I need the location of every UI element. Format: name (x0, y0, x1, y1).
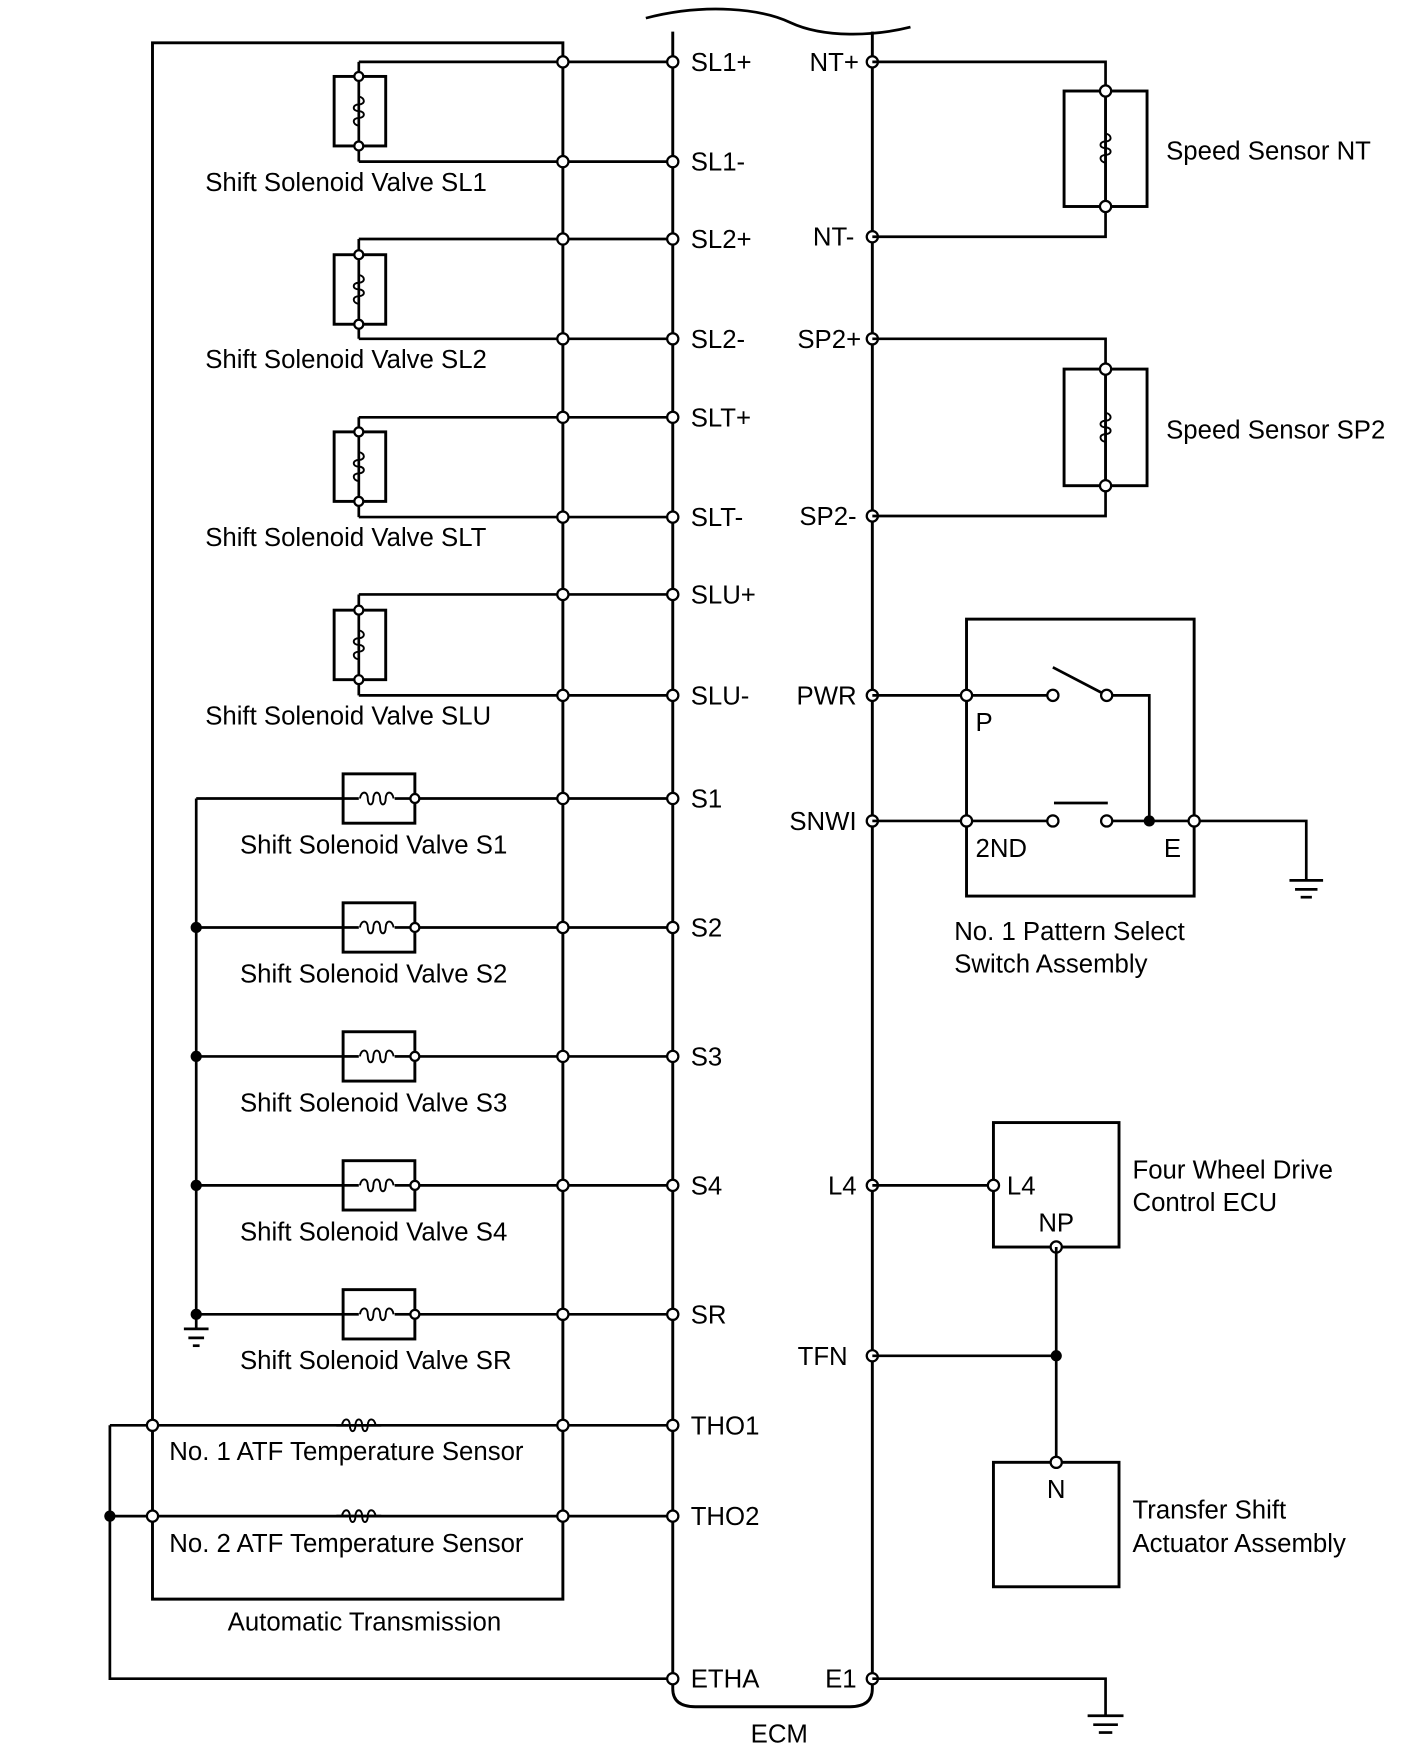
speed-sensor-nt: Speed Sensor NT (872, 60, 1371, 239)
speed-sensor-sp2-label: Speed Sensor SP2 (1166, 417, 1385, 445)
ecm-right-pins: NT+ NT- SP2+ SP2- PWR SNWI L4 TFN E1 (789, 49, 880, 1694)
solenoid-s1-label: Shift Solenoid Valve S1 (240, 831, 507, 859)
transfer-actuator-label-1: Transfer Shift (1132, 1496, 1286, 1524)
switch-term-2nd: 2ND (975, 835, 1027, 863)
transfer-actuator-label-2: Actuator Assembly (1132, 1530, 1345, 1558)
pin-snwi: SNWI (789, 808, 856, 836)
solenoid-sl1-label: Shift Solenoid Valve SL1 (205, 169, 487, 197)
pin-tho1: THO1 (691, 1412, 760, 1440)
pin-s4: S4 (691, 1172, 723, 1200)
solenoid-s3-label: Shift Solenoid Valve S3 (240, 1089, 507, 1117)
solenoid-sl2: Shift Solenoid Valve SL2 (205, 239, 487, 374)
pin-pwr: PWR (797, 682, 857, 710)
pin-sr: SR (691, 1301, 727, 1329)
pin-nt-plus: NT+ (809, 49, 858, 77)
solenoid-sl-wires (358, 60, 673, 697)
solenoid-s2: Shift Solenoid Valve S2 (196, 901, 673, 988)
solenoid-s1: Shift Solenoid Valve S1 (196, 772, 673, 859)
pin-slt-plus: SLT+ (691, 404, 751, 432)
pin-s2: S2 (691, 914, 723, 942)
four-wd-ecu-label-2: Control ECU (1132, 1189, 1277, 1217)
pin-sp2-minus: SP2- (799, 503, 856, 531)
solenoid-slu: Shift Solenoid Valve SLU (205, 594, 491, 731)
ecm-left-pins: SL1+ SL1- SL2+ SL2- SLT+ SLT- SLU+ SLU- … (666, 49, 761, 1694)
transmission-connectors (556, 55, 570, 1523)
pin-s3: S3 (691, 1043, 723, 1071)
transfer-shift-actuator: N Transfer Shift Actuator Assembly (991, 1455, 1346, 1589)
pattern-switch-label-1: No. 1 Pattern Select (954, 918, 1185, 946)
ecu-term-np: NP (1038, 1209, 1074, 1237)
atf-temp-sensor-2: No. 2 ATF Temperature Sensor (109, 1509, 673, 1558)
solenoid-s2-label: Shift Solenoid Valve S2 (240, 960, 507, 988)
speed-sensor-nt-label: Speed Sensor NT (1166, 137, 1371, 165)
pin-tho2: THO2 (691, 1503, 760, 1531)
solenoid-sl1: Shift Solenoid Valve SL1 (205, 61, 487, 197)
atf-temp-sensor-1-label: No. 1 ATF Temperature Sensor (169, 1438, 524, 1466)
solenoid-sr-label: Shift Solenoid Valve SR (240, 1347, 512, 1375)
pin-sl1-plus: SL1+ (691, 49, 752, 77)
pin-etha: ETHA (691, 1666, 761, 1694)
solenoid-slu-label: Shift Solenoid Valve SLU (205, 703, 491, 731)
transmission-label: Automatic Transmission (228, 1609, 502, 1637)
four-wd-ecu-label-1: Four Wheel Drive (1132, 1157, 1332, 1185)
pin-s1: S1 (691, 785, 723, 813)
solenoid-s4-label: Shift Solenoid Valve S4 (240, 1218, 507, 1246)
pin-tfn: TFN (798, 1343, 848, 1371)
pin-l4: L4 (828, 1172, 857, 1200)
switch-term-e: E (1164, 835, 1181, 863)
etha-wire (104, 1418, 673, 1681)
actuator-term-n: N (1047, 1476, 1066, 1504)
solenoid-s3: Shift Solenoid Valve S3 (196, 1030, 673, 1117)
ecu-term-l4: L4 (1007, 1172, 1036, 1200)
ecm-label: ECM (751, 1721, 808, 1749)
atf-temp-sensor-1: No. 1 ATF Temperature Sensor (109, 1418, 673, 1466)
atf-temp-sensor-2-label: No. 2 ATF Temperature Sensor (169, 1530, 524, 1558)
four-wheel-drive-ecu: L4 NP Four Wheel Drive Control ECU (872, 1121, 1333, 1254)
pattern-switch-label-2: Switch Assembly (954, 950, 1147, 978)
pin-sp2-plus: SP2+ (797, 326, 861, 354)
speed-sensor-sp2: Speed Sensor SP2 (872, 337, 1385, 518)
pin-sl1-minus: SL1- (691, 149, 745, 177)
pattern-select-switch: P 2ND E No. 1 Pattern Select Switch Asse… (872, 617, 1324, 978)
solenoid-s4: Shift Solenoid Valve S4 (196, 1159, 673, 1246)
switch-term-p: P (975, 709, 992, 737)
pin-e1: E1 (825, 1666, 857, 1694)
solenoid-sr: Shift Solenoid Valve SR (196, 1288, 673, 1375)
e1-ground (872, 1677, 1124, 1734)
automatic-transmission: Automatic Transmission (151, 41, 565, 1637)
pin-sl2-minus: SL2- (691, 326, 745, 354)
ecm-block: ECM (645, 7, 911, 1749)
pin-slt-minus: SLT- (691, 504, 744, 532)
solenoid-ground-bus (183, 798, 209, 1348)
pin-slu-minus: SLU- (691, 682, 750, 710)
solenoid-sl2-label: Shift Solenoid Valve SL2 (205, 346, 487, 374)
solenoid-slt: Shift Solenoid Valve SLT (205, 417, 487, 552)
pin-sl2-plus: SL2+ (691, 226, 752, 254)
tfn-wire (872, 1247, 1062, 1463)
pin-slu-plus: SLU+ (691, 581, 756, 609)
solenoid-slt-label: Shift Solenoid Valve SLT (205, 524, 486, 552)
pin-nt-minus: NT- (813, 224, 855, 252)
